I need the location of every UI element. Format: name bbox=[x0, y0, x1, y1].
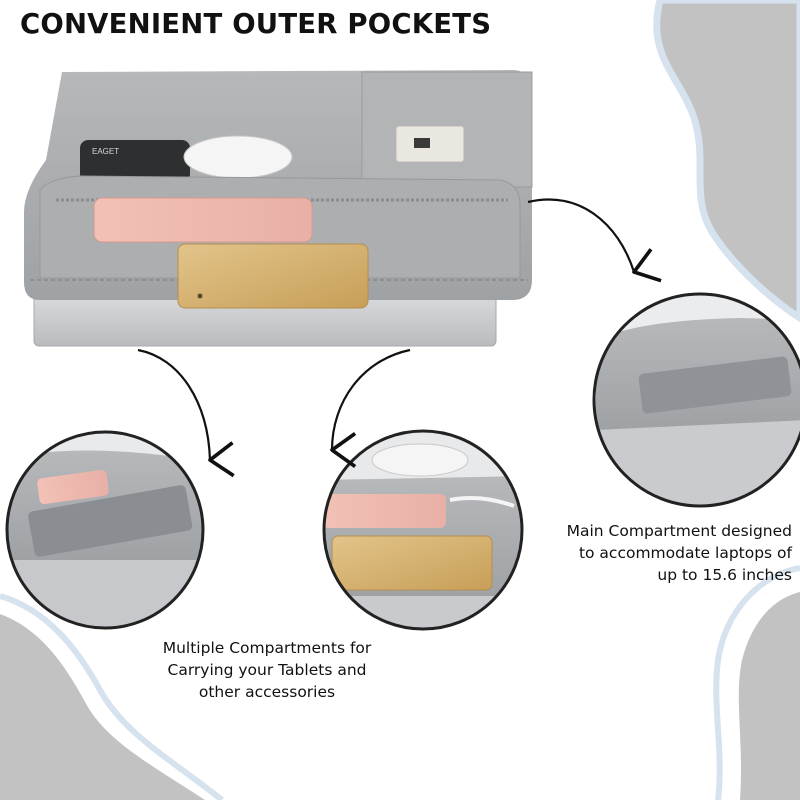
bottom-right-outline bbox=[713, 565, 800, 800]
laptop-sleeve: EAGET bbox=[24, 70, 533, 347]
mouse bbox=[183, 135, 293, 179]
tablet bbox=[177, 243, 369, 309]
main-compartment-caption: Main Compartment designed to accommodate… bbox=[567, 520, 792, 586]
callout-main-compartment bbox=[592, 292, 800, 508]
bottom-left-blob bbox=[0, 614, 205, 800]
page-title: CONVENIENT OUTER POCKETS bbox=[20, 8, 492, 40]
power-bank bbox=[80, 140, 190, 182]
callout-multiple-compartments bbox=[5, 430, 205, 630]
curved-arrow-icon bbox=[527, 198, 662, 283]
pink-phone bbox=[93, 197, 313, 243]
card-chip bbox=[414, 138, 430, 148]
caption-line: Main Compartment designed bbox=[566, 522, 792, 540]
callout-front-pockets bbox=[322, 429, 524, 631]
tablet-button bbox=[197, 293, 203, 299]
caption-line: Carrying your Tablets and bbox=[167, 661, 367, 679]
power-bank-logo: EAGET bbox=[92, 147, 119, 156]
caption-line: Multiple Compartments for bbox=[162, 639, 372, 657]
curved-arrow-icon bbox=[137, 348, 235, 478]
caption-line: up to 15.6 inches bbox=[657, 566, 792, 584]
bottom-right-blob bbox=[738, 592, 800, 800]
caption-line: other accessories bbox=[198, 683, 336, 701]
top-right-blob bbox=[653, 0, 800, 323]
bottom-left-outline bbox=[0, 593, 224, 800]
caption-line: to accommodate laptops of bbox=[578, 544, 792, 562]
multiple-compartments-caption: Multiple Compartments for Carrying your … bbox=[136, 637, 398, 703]
curved-arrow-icon bbox=[330, 348, 411, 468]
